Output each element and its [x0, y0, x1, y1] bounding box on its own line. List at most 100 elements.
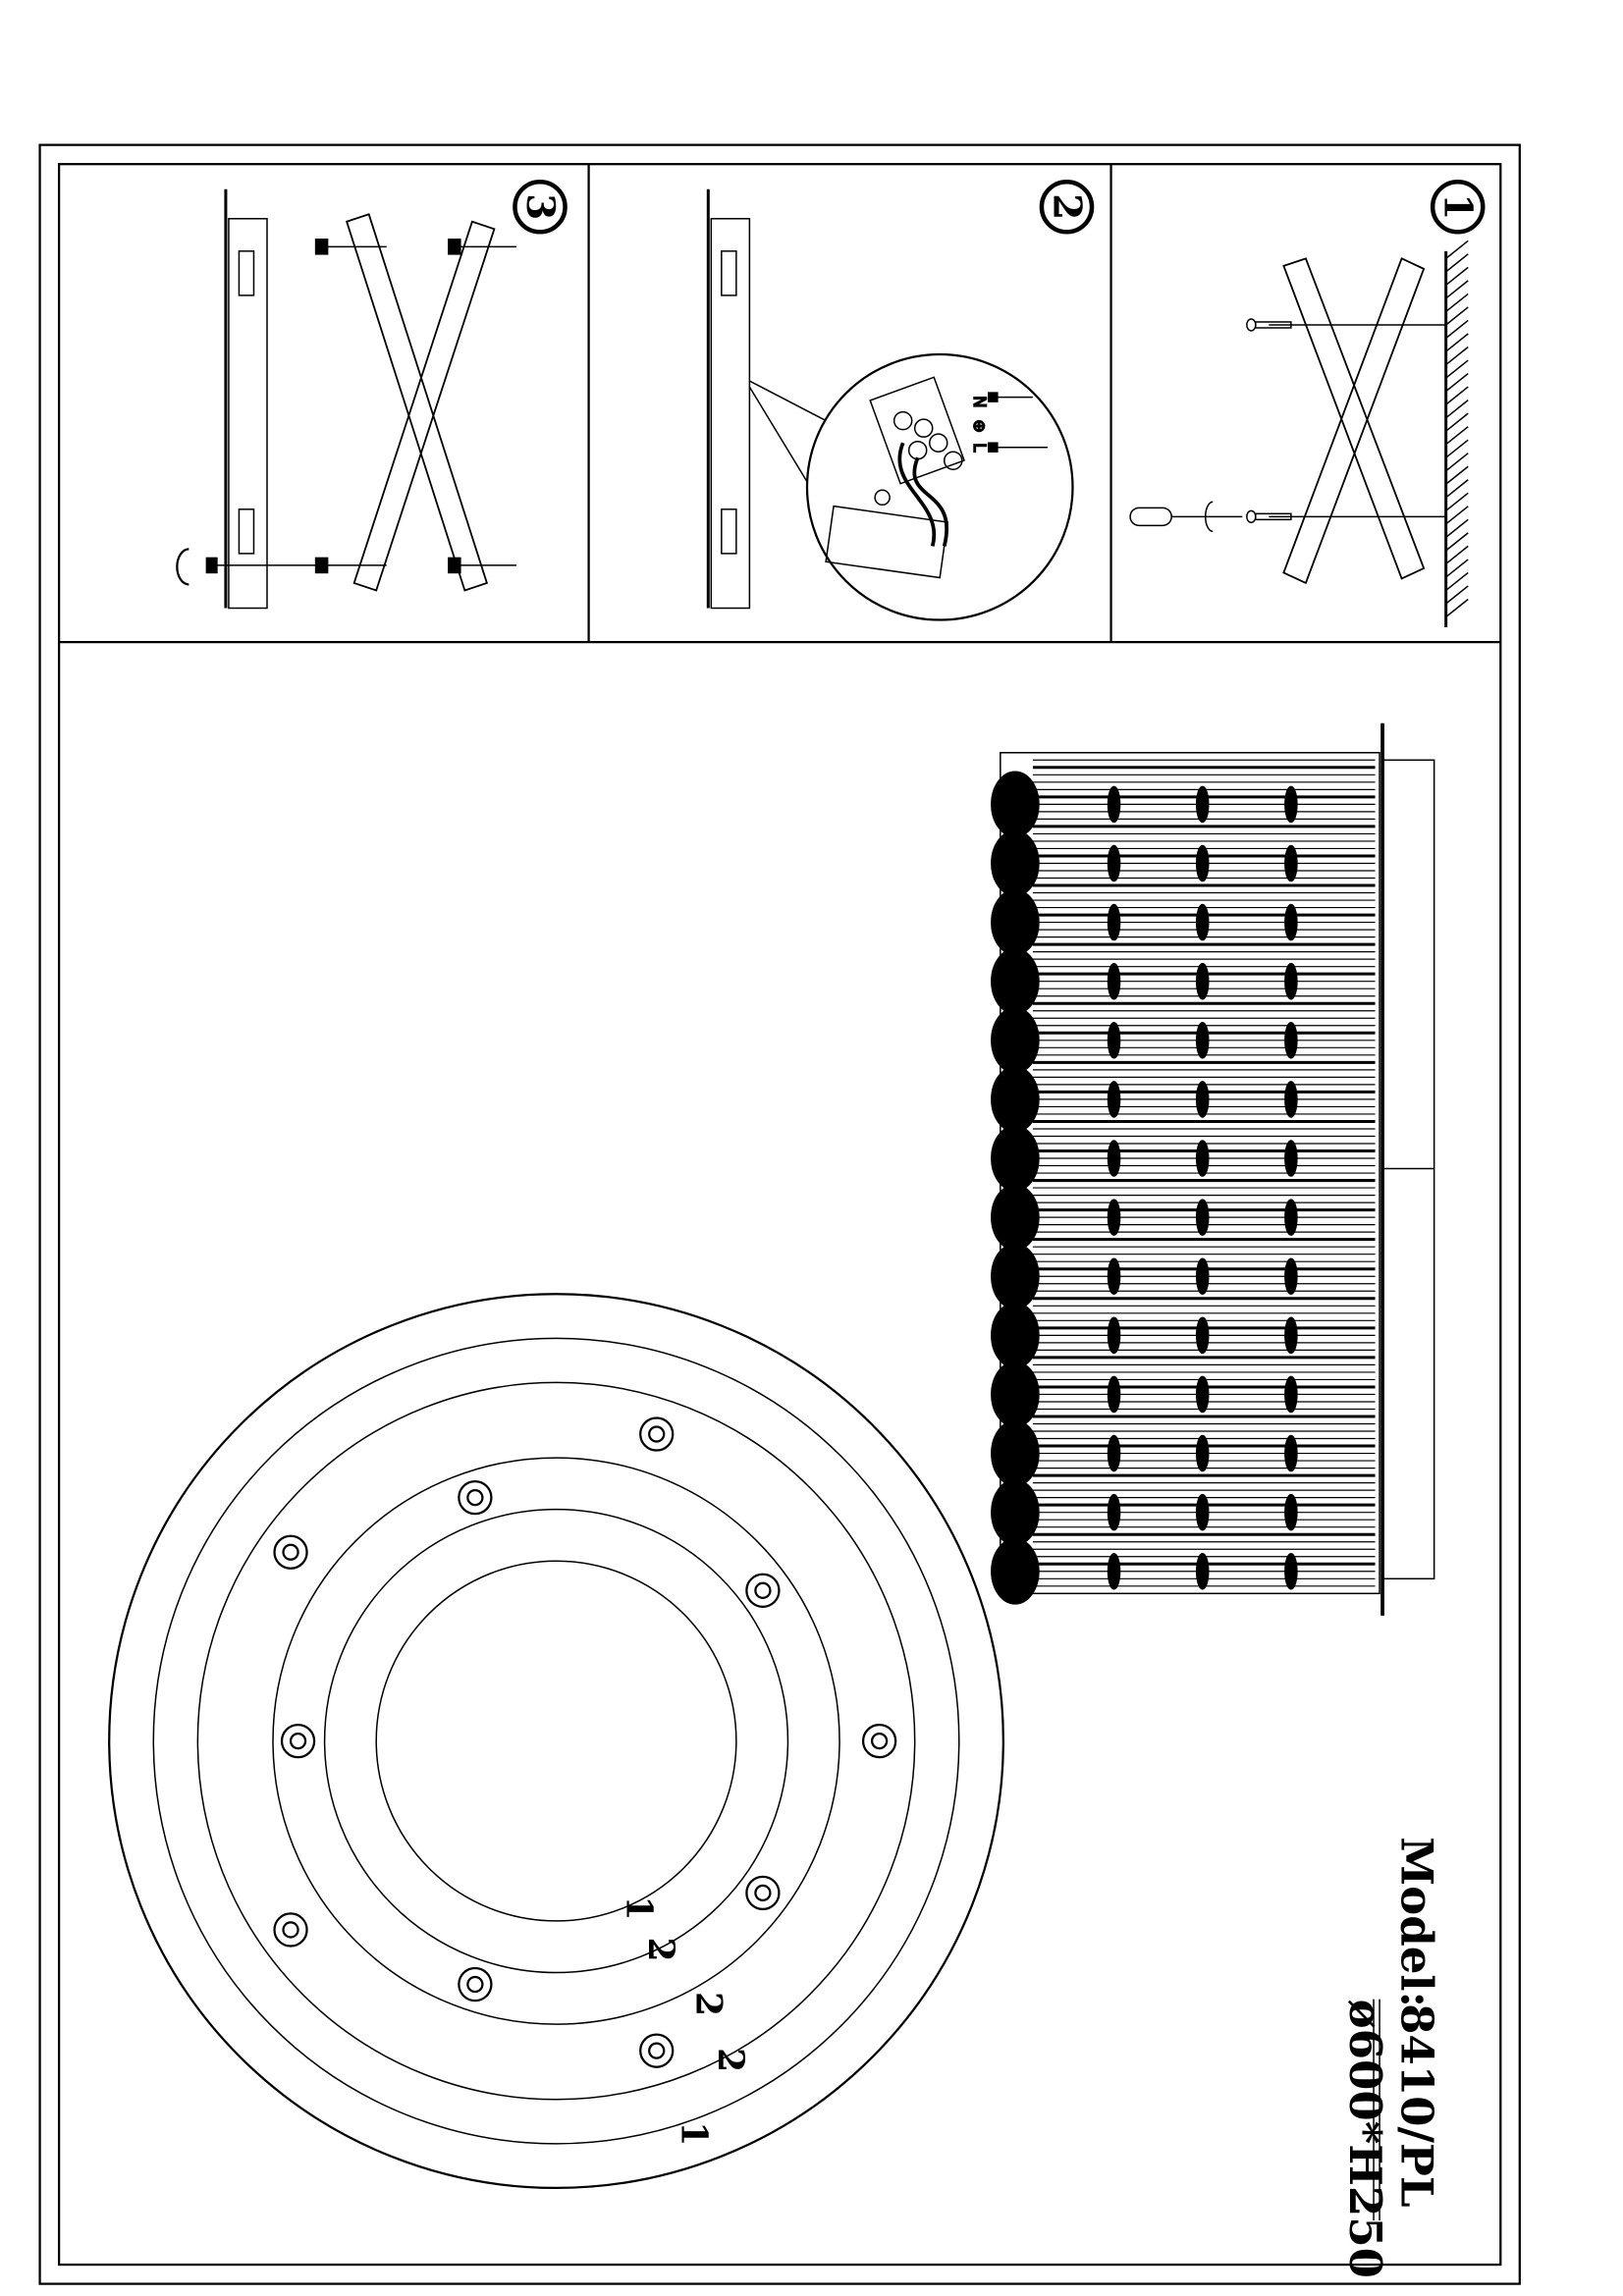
model-label: Model:	[1391, 1837, 1443, 2007]
crystal-bead	[1107, 1316, 1121, 1355]
crystal-end	[991, 1302, 1040, 1369]
rotate-arrow-icon	[176, 548, 189, 586]
crystal-bead	[1284, 1375, 1298, 1414]
svg-text:2: 2	[640, 1937, 682, 1961]
crystal-bead	[1195, 962, 1210, 1000]
svg-text:L: L	[970, 443, 989, 453]
crystal-bead	[1284, 1140, 1298, 1177]
ring-labels: 1 2 2 2 1	[619, 1896, 752, 2146]
lamp-holder-icon	[639, 1416, 675, 1452]
crystal-bead	[1284, 1434, 1298, 1472]
crystal-bead	[1195, 1552, 1210, 1590]
crystal-bead	[1284, 844, 1298, 882]
crystal-bead	[1284, 962, 1298, 1000]
crystal-bead	[1284, 1199, 1298, 1236]
screwdriver-icon	[1129, 501, 1243, 533]
wiring-callout	[805, 352, 1074, 621]
screw-icon	[1246, 318, 1292, 332]
terminal-block	[825, 505, 948, 579]
model-dimensions: ø600*H250	[1339, 2000, 1391, 2278]
lamp-holder-icon	[273, 1534, 308, 1570]
lamp-holder-icon	[861, 1723, 897, 1759]
crystal-end	[991, 888, 1040, 956]
model-info: Model: 8410/PL ø600*H250	[1339, 1837, 1443, 2278]
crystal-bead	[1195, 1316, 1210, 1355]
lamp-holder-icon	[745, 1573, 781, 1608]
lamp-holder-icon	[280, 1723, 316, 1759]
crystal-end	[991, 1537, 1040, 1605]
crystal-bead	[1195, 1375, 1210, 1414]
crystal-bead	[1195, 1199, 1210, 1236]
svg-text:1: 1	[673, 2121, 715, 2146]
crystal-bead	[1284, 1493, 1298, 1531]
lamp-holder-icon	[458, 1966, 493, 2002]
outer-border	[38, 143, 1521, 2285]
crystal-end	[991, 1361, 1040, 1428]
crystal-bead	[1107, 1257, 1121, 1296]
crystal-bead	[1284, 1316, 1298, 1355]
crystal-bead	[1284, 903, 1298, 941]
crystal-bead	[1284, 1081, 1298, 1118]
crystal-bead	[1195, 844, 1210, 882]
fixture-side-view	[991, 722, 1435, 1616]
svg-text:2: 2	[1044, 193, 1089, 220]
svg-text:N: N	[970, 396, 989, 407]
svg-text:1: 1	[1435, 193, 1481, 220]
svg-text:2: 2	[687, 1992, 730, 2016]
lamp-holder-icon	[745, 1875, 781, 1911]
crystal-bead	[1107, 962, 1121, 1000]
step-2-illustration: N ⊕ L	[706, 188, 1074, 621]
crystal-bead	[1284, 785, 1298, 824]
crystal-bead	[1107, 1199, 1121, 1236]
crystal-bead	[1195, 1493, 1210, 1531]
ceiling-hatch	[1445, 240, 1469, 618]
lamp-holder-icon	[273, 1912, 308, 1948]
canopy	[710, 218, 751, 610]
crystal-end	[991, 1125, 1040, 1192]
step-badge-1: 1	[1430, 179, 1486, 235]
crystal-end	[991, 1419, 1040, 1487]
lamp-holder-icon	[458, 1479, 493, 1516]
crystal-bead	[1195, 1140, 1210, 1177]
crystal-bead	[1107, 844, 1121, 882]
crystal-bead	[1107, 1552, 1121, 1590]
crystal-bead	[1107, 1140, 1121, 1177]
crystal-bead	[1107, 903, 1121, 941]
crystal-end	[991, 1006, 1040, 1074]
svg-text:3: 3	[517, 193, 563, 220]
crystal-end	[991, 1478, 1040, 1546]
crystal-bead	[1284, 1552, 1298, 1590]
crystal-bead	[1195, 1022, 1210, 1059]
crystal-bead	[1107, 1081, 1121, 1118]
canopy	[228, 218, 268, 610]
crystal-bead	[1107, 1434, 1121, 1472]
crystal-bead	[1195, 1257, 1210, 1296]
crystal-end	[991, 1184, 1040, 1251]
lamp-holder-icon	[639, 2033, 675, 2068]
crystal-bead	[1195, 1081, 1210, 1118]
step-badge-2: 2	[1039, 179, 1095, 235]
crystal-bead	[1284, 1022, 1298, 1059]
crystal-bead	[1195, 903, 1210, 941]
crystal-bead	[1107, 785, 1121, 824]
fixture-top-view	[108, 1293, 1004, 2190]
crystal-end	[991, 1243, 1040, 1310]
screw-icon	[1246, 509, 1292, 524]
step-3-illustration	[176, 188, 516, 610]
crystal-end	[991, 829, 1040, 897]
svg-text:⊕: ⊕	[970, 419, 989, 433]
step-badge-3: 3	[513, 179, 568, 235]
crystal-end	[991, 771, 1040, 838]
crystal-end	[991, 947, 1040, 1015]
svg-text:1: 1	[619, 1896, 661, 1920]
crystal-bead	[1195, 785, 1210, 824]
svg-text:2: 2	[710, 2048, 752, 2072]
inner-border	[57, 163, 1502, 2267]
step-1-illustration	[1129, 240, 1469, 628]
crystal-bead	[1284, 1257, 1298, 1296]
crystal-bead	[1107, 1375, 1121, 1414]
crystal-end	[991, 1066, 1040, 1133]
model-number: 8410/PL	[1391, 2003, 1443, 2208]
cross-bracket	[1282, 257, 1426, 585]
